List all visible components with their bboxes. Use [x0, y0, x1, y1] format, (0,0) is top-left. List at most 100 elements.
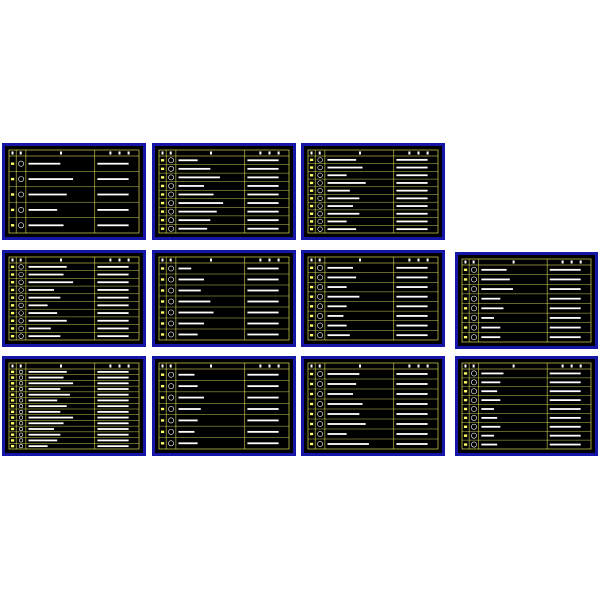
header-glyph — [464, 364, 467, 368]
spec-text — [396, 413, 428, 415]
row-number — [10, 393, 15, 396]
spec-text — [549, 443, 581, 446]
description-text — [178, 159, 198, 162]
description-text — [481, 317, 494, 319]
description-text — [178, 442, 198, 445]
symbol-icon — [471, 388, 477, 395]
spec-text — [247, 442, 279, 445]
row-number — [160, 407, 165, 411]
symbol-icon — [18, 325, 24, 332]
description-text — [178, 322, 204, 325]
spec-text — [97, 335, 129, 338]
spec-text — [396, 205, 428, 207]
description-text — [178, 202, 224, 204]
spec-text — [247, 210, 279, 213]
spec-text — [97, 193, 129, 196]
description-text — [28, 224, 64, 227]
description-text — [28, 162, 61, 165]
row-number — [10, 273, 15, 276]
symbol-icon — [18, 264, 24, 270]
spec-text — [247, 278, 279, 281]
row-number — [10, 224, 15, 227]
header-glyph — [310, 258, 313, 262]
spec-text — [247, 176, 279, 179]
row-number — [10, 370, 15, 374]
symbol-icon — [18, 318, 24, 324]
symbol-icon — [168, 265, 174, 272]
symbol-icon — [18, 302, 24, 308]
symbol-icon — [471, 406, 477, 412]
spec-text — [247, 333, 279, 336]
description-text — [327, 174, 347, 177]
row-number — [10, 193, 15, 196]
row-number — [463, 372, 468, 375]
row-number — [463, 316, 468, 320]
row-number — [10, 265, 15, 269]
description-text — [481, 381, 501, 384]
spec-text — [97, 393, 129, 396]
row-number — [463, 268, 468, 272]
spec-text — [396, 220, 428, 223]
description-text — [327, 158, 357, 161]
spec-text — [97, 439, 129, 442]
symbol-icon — [471, 370, 477, 377]
description-text — [28, 319, 67, 322]
spec-text — [247, 385, 279, 388]
sheet-7 — [455, 252, 598, 349]
header-glyph — [118, 151, 121, 155]
symbol-icon — [168, 287, 174, 294]
spec-text — [396, 295, 428, 298]
description-text — [178, 430, 195, 433]
row-number — [160, 289, 165, 292]
description-text — [28, 445, 48, 448]
description-text — [481, 278, 510, 281]
header-glyph — [19, 258, 22, 262]
description-text — [481, 416, 498, 419]
row-number — [463, 381, 468, 384]
row-number — [309, 392, 314, 396]
spec-text — [396, 433, 428, 435]
description-text — [481, 425, 501, 428]
row-number — [309, 276, 314, 279]
symbol-icon — [317, 303, 323, 310]
sheet-8 — [2, 356, 146, 456]
row-number — [160, 322, 165, 325]
spec-text — [549, 326, 581, 329]
symbol-icon — [168, 320, 174, 327]
row-number — [309, 166, 314, 169]
header-glyph — [417, 151, 420, 155]
header-glyph — [109, 258, 112, 262]
symbol-icon — [168, 208, 174, 215]
sheet-2 — [152, 143, 296, 240]
row-number — [309, 158, 314, 162]
description-text — [178, 289, 201, 292]
symbol-icon — [317, 226, 323, 232]
description-text — [481, 434, 494, 437]
symbol-icon — [471, 266, 477, 273]
sheet-paper — [458, 359, 595, 453]
table-outline — [8, 362, 140, 450]
description-text — [178, 311, 214, 314]
spec-text — [396, 174, 428, 177]
row-number — [160, 176, 165, 179]
header-glyph — [268, 151, 271, 155]
symbol-icon — [168, 406, 174, 412]
header-glyph — [570, 260, 573, 264]
sheet-6 — [301, 250, 445, 347]
row-number — [463, 287, 468, 291]
description-text — [178, 167, 211, 170]
description-text — [28, 410, 61, 413]
spec-text — [247, 408, 279, 410]
spec-text — [247, 167, 279, 170]
header-glyph — [268, 258, 271, 262]
row-number — [10, 404, 15, 408]
row-number — [309, 432, 314, 436]
spec-text — [396, 286, 428, 288]
row-number — [160, 227, 165, 230]
header-glyph — [472, 260, 475, 264]
symbol-icon — [317, 441, 323, 447]
row-number — [10, 427, 15, 431]
spec-text — [247, 322, 279, 325]
description-text — [178, 396, 204, 399]
